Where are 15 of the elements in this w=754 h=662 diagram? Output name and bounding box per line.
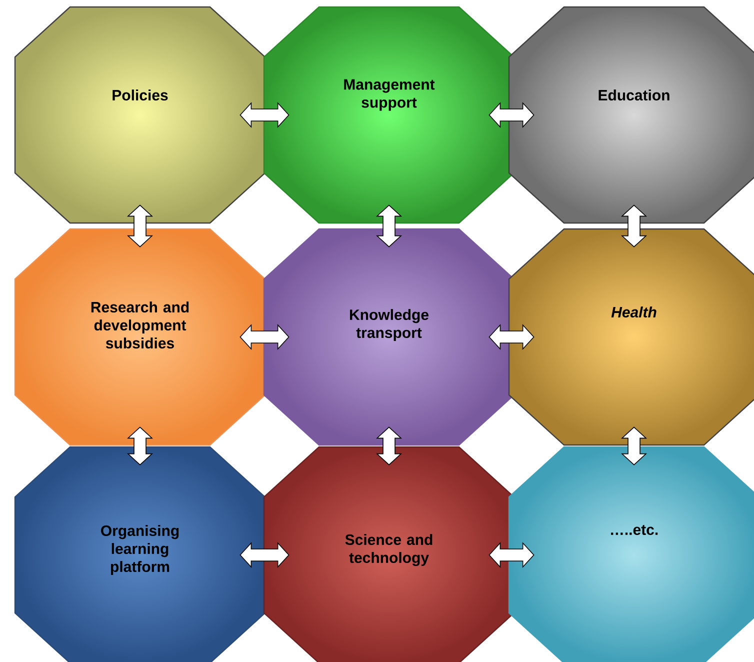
double-arrow [126, 426, 154, 466]
double-arrow [126, 204, 154, 248]
octagon: Education [508, 6, 754, 224]
double-arrow [488, 324, 534, 350]
double-arrow [488, 102, 534, 128]
double-arrow [620, 426, 648, 466]
double-arrow [376, 426, 402, 466]
double-arrow [240, 102, 290, 128]
double-arrow [488, 542, 534, 568]
octagon: Health [508, 228, 754, 446]
octagon: …..etc. [508, 446, 754, 662]
double-arrow [240, 542, 290, 568]
double-arrow [240, 324, 290, 350]
double-arrow [620, 204, 648, 248]
double-arrow [376, 204, 402, 248]
